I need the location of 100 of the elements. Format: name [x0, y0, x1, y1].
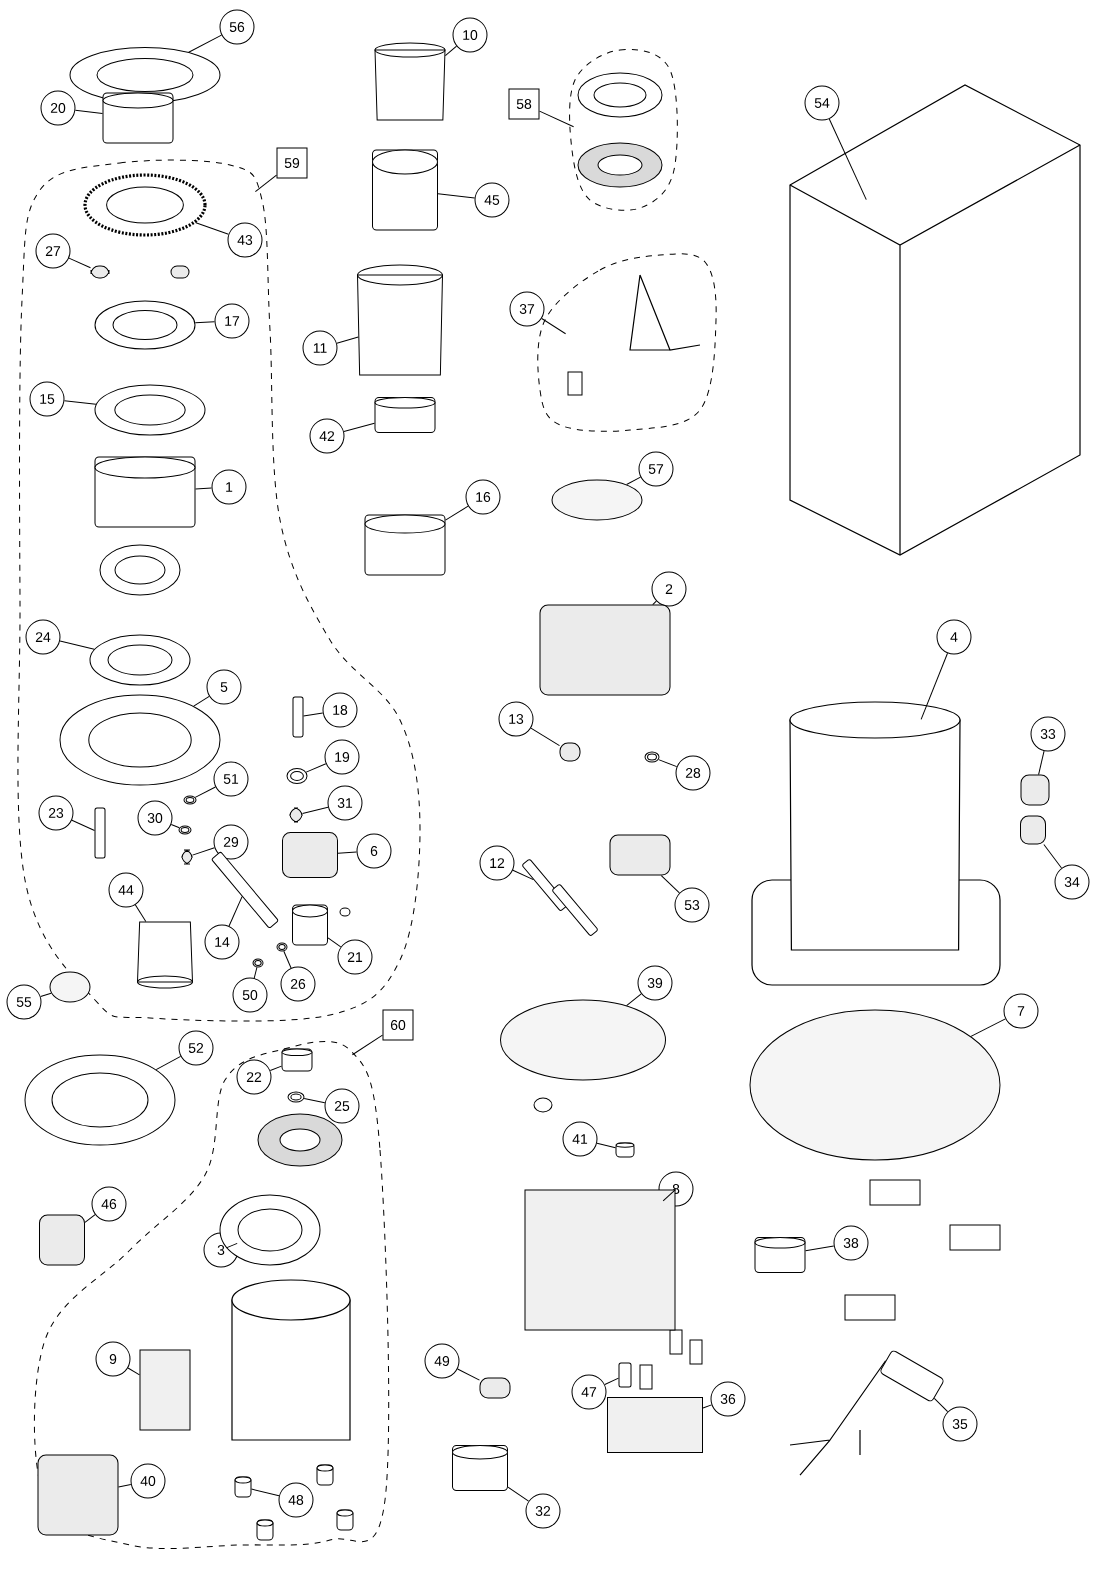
callout-number: 9: [95, 1341, 131, 1377]
cylinder-part: [452, 1445, 508, 1491]
callout-number: 18: [322, 692, 358, 728]
leader-line: [933, 1397, 949, 1413]
callout-number: 55: [6, 984, 42, 1020]
callout-number: 36: [710, 1381, 746, 1417]
leader-line: [541, 317, 567, 335]
leader-line: [74, 109, 103, 115]
leader-line: [512, 869, 534, 881]
callout-number: 35: [942, 1406, 978, 1442]
part-drawing: [1020, 774, 1050, 806]
callout-number: 29: [213, 824, 249, 860]
cylinder-part: [374, 397, 436, 433]
plate-part: [551, 479, 643, 521]
callout-number: 40: [130, 1463, 166, 1499]
board-part: [607, 1397, 703, 1453]
leader-line: [530, 727, 560, 747]
leader-line: [40, 992, 52, 998]
leader-line: [343, 422, 375, 432]
part-drawing: [609, 834, 671, 876]
part-drawing: [479, 1377, 511, 1399]
ring-part: [59, 694, 221, 786]
leader-line: [251, 1488, 280, 1497]
callout-number: 45: [474, 182, 510, 218]
ring-part: [276, 942, 288, 952]
cylinder-part: [754, 1237, 806, 1273]
leader-line: [195, 487, 213, 490]
callout-number: 38: [833, 1225, 869, 1261]
callout-number: 31: [327, 785, 363, 821]
leader-line: [658, 759, 678, 768]
leader-line: [507, 1486, 530, 1502]
callout-number: 50: [232, 977, 268, 1013]
leader-line: [228, 896, 243, 927]
callout-number: 46: [91, 1186, 127, 1222]
callout-number: 11: [302, 330, 338, 366]
callout-box: 59: [276, 147, 308, 179]
leader-line: [134, 904, 147, 922]
callout-number: 27: [35, 233, 71, 269]
leader-line: [269, 1065, 282, 1072]
callout-number: 4: [936, 619, 972, 655]
plate-part: [500, 999, 666, 1081]
callout-number: 25: [324, 1088, 360, 1124]
rod-part: [552, 884, 598, 936]
cylinder-part: [234, 1476, 252, 1498]
leader-line: [155, 1055, 182, 1071]
leader-line: [539, 110, 575, 128]
leader-line: [1038, 750, 1045, 775]
leader-line: [337, 851, 358, 854]
leader-line: [192, 847, 215, 856]
leader-line: [660, 875, 680, 894]
callout-number: 2: [651, 571, 687, 607]
cylinder-part: [292, 904, 328, 946]
callout-box: 60: [382, 1009, 414, 1041]
part-drawing: [1020, 815, 1046, 845]
leader-line: [302, 806, 329, 814]
part-drawing: [539, 604, 671, 696]
dashed-group-outline: [537, 253, 717, 432]
leader-line: [828, 118, 867, 201]
leader-line: [596, 1142, 616, 1149]
callout-number: 6: [356, 833, 392, 869]
box-drawing: [789, 84, 1081, 556]
callout-number: 51: [213, 761, 249, 797]
leader-line: [84, 1214, 96, 1223]
ring-part: [183, 795, 197, 805]
callout-number: 37: [509, 291, 545, 327]
callout-number: 10: [452, 17, 488, 53]
leader-line: [336, 336, 359, 344]
ring-part: [644, 751, 660, 763]
leader-line: [194, 321, 215, 324]
cylinder-part: [281, 1048, 313, 1072]
ring-part: [89, 634, 191, 686]
ring-part: [287, 1091, 305, 1103]
gear-ring-part: [83, 173, 207, 237]
part-drawing: [559, 742, 581, 762]
callout-number: 34: [1054, 864, 1090, 900]
leader-line: [626, 476, 641, 485]
cone-part: [137, 921, 193, 989]
ring-part: [252, 958, 264, 968]
callout-number: 21: [337, 939, 373, 975]
pin-part: [292, 696, 304, 738]
leader-line: [63, 400, 97, 405]
pin-part: [618, 1362, 632, 1388]
callout-number: 7: [1003, 993, 1039, 1029]
leader-line: [437, 193, 476, 199]
ring-part: [94, 384, 206, 436]
callout-number: 57: [638, 451, 674, 487]
cup-part: [357, 264, 443, 376]
callout-number: 49: [424, 1343, 460, 1379]
callout-number: 12: [479, 845, 515, 881]
ring-part: [286, 768, 308, 784]
plate-part: [49, 971, 91, 1003]
callout-number: 53: [674, 887, 710, 923]
leader-line: [444, 45, 458, 57]
callout-number: 47: [571, 1374, 607, 1410]
callout-box: 58: [508, 88, 540, 120]
leader-line: [805, 1245, 835, 1252]
leader-line: [604, 1377, 619, 1386]
callout-number: 52: [178, 1030, 214, 1066]
part-drawing: [282, 832, 338, 878]
leader-line: [59, 640, 95, 650]
